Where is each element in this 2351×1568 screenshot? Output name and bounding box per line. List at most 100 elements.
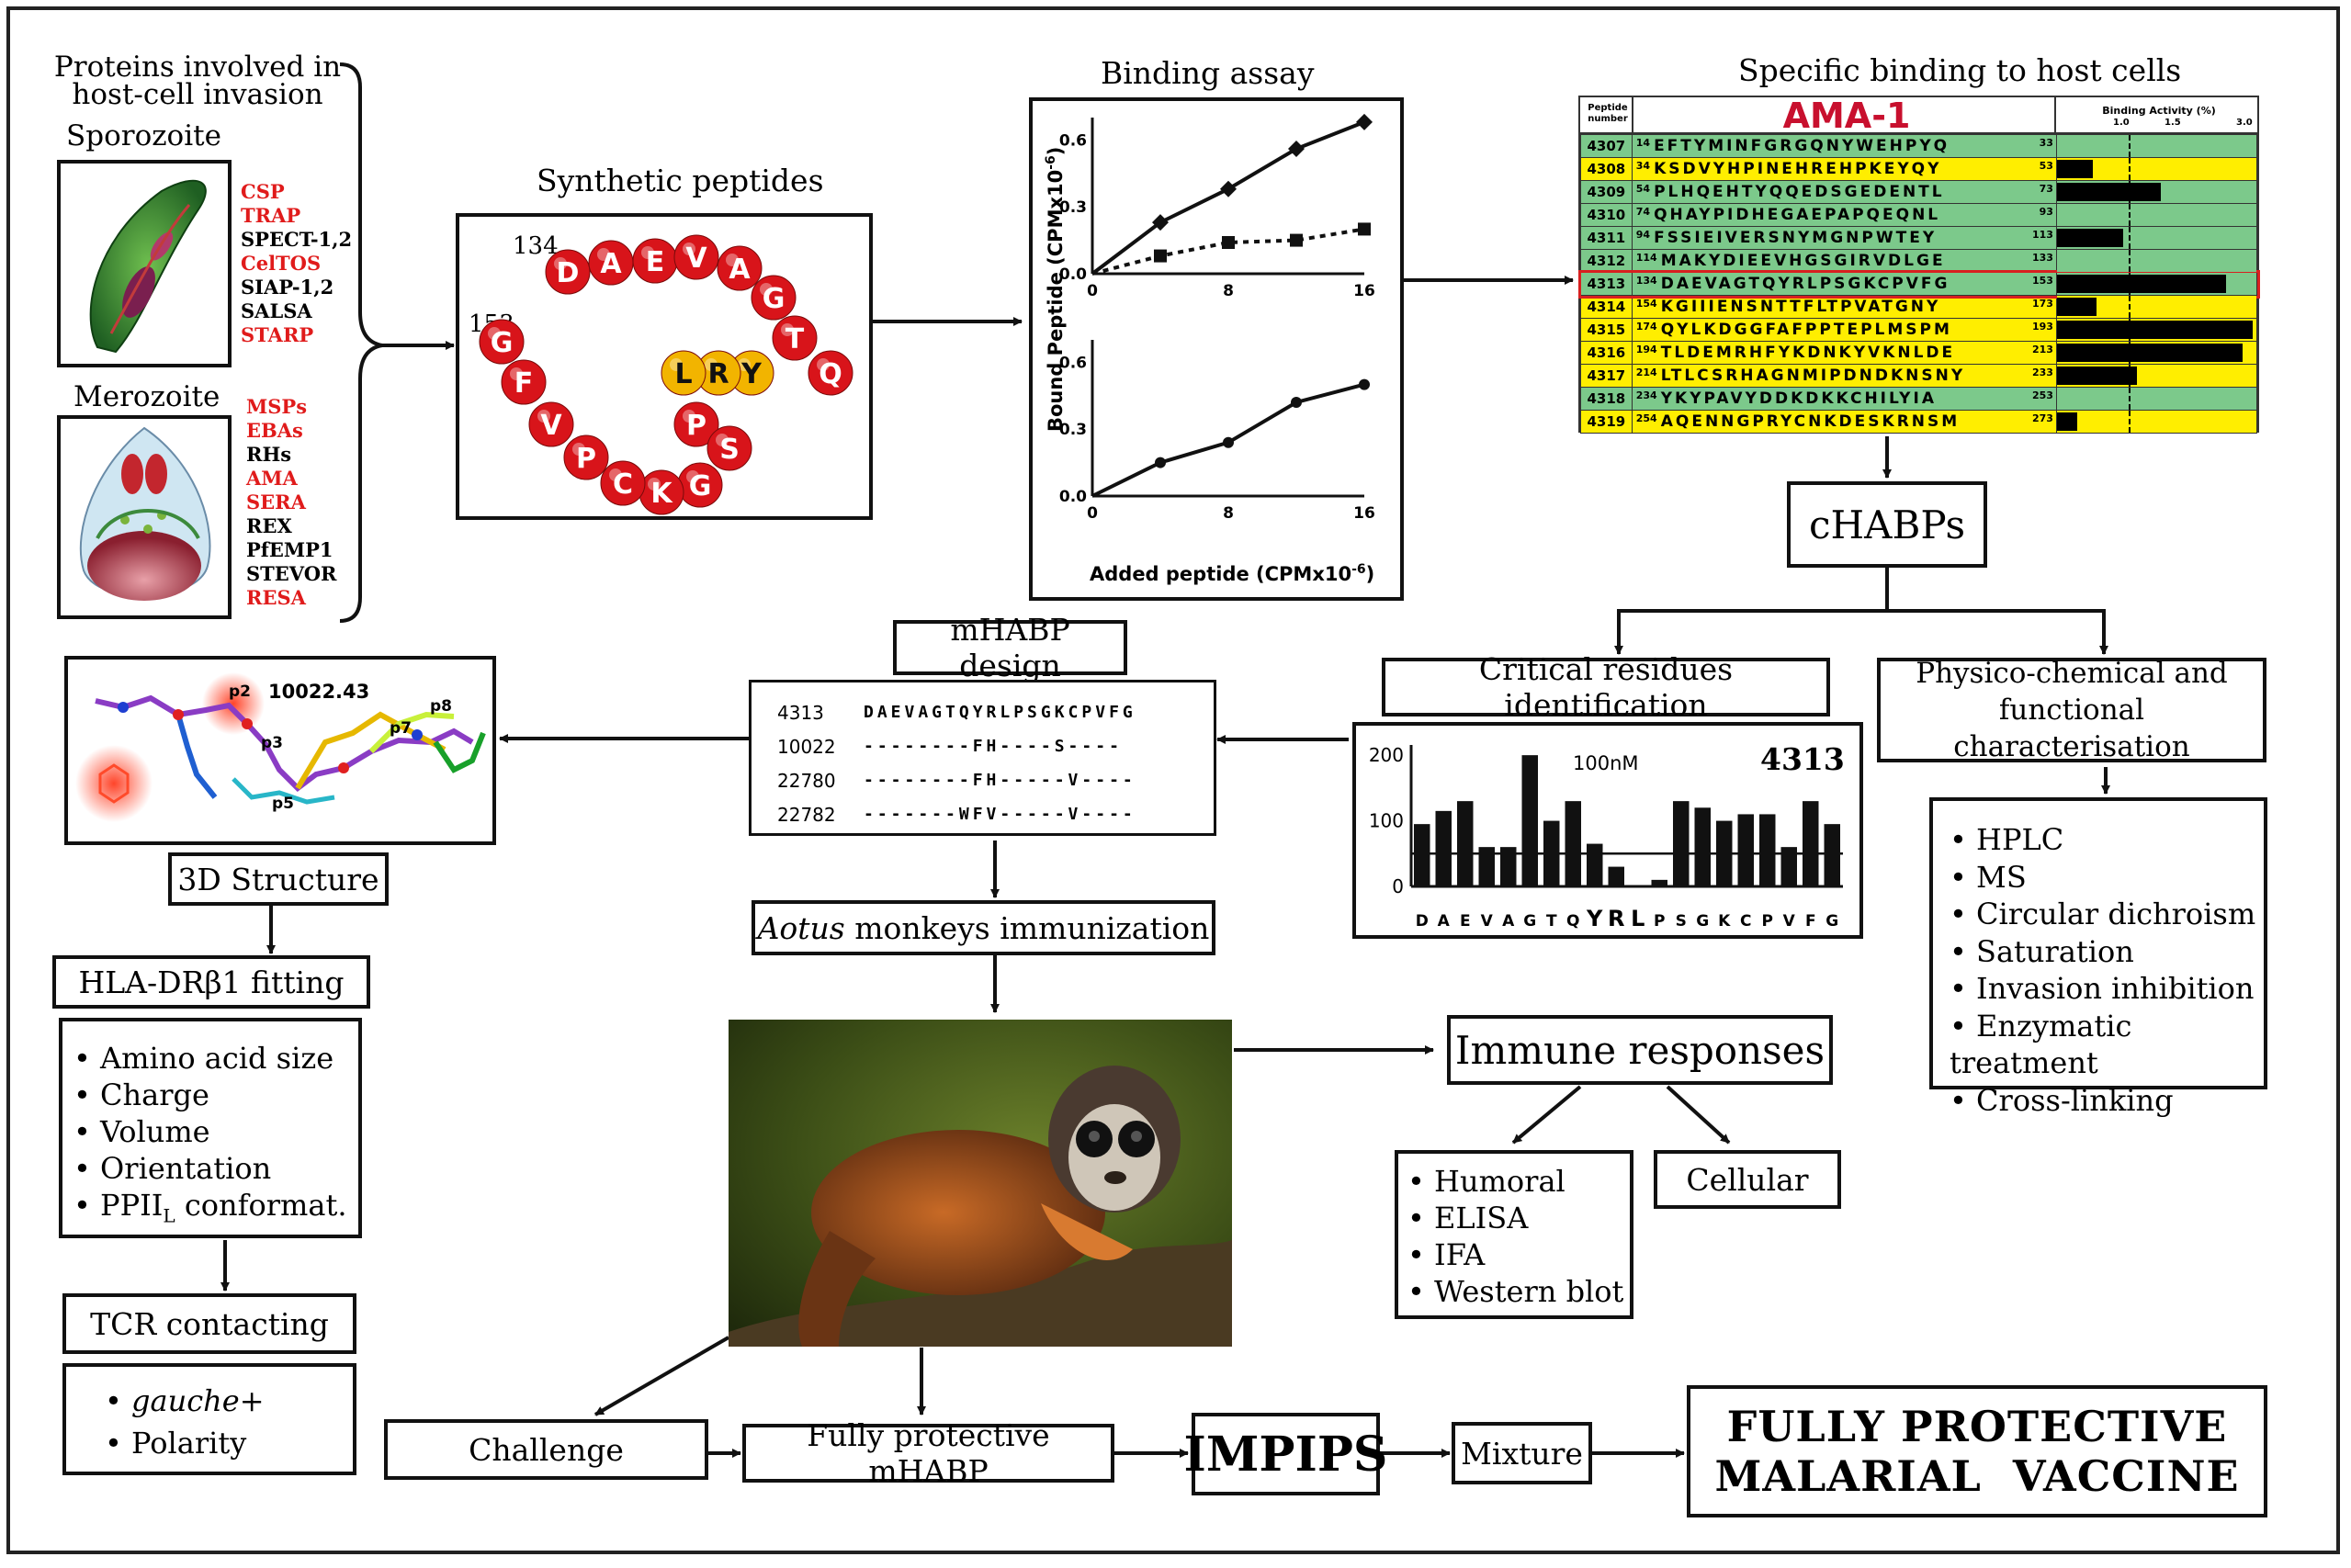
seq-start: 54 [1635,183,1651,195]
threshold-line [2129,135,2131,157]
residue-circle [673,401,719,447]
list-item-text: Orientation [100,1151,272,1186]
binding-x-tick: 0 [1087,504,1098,523]
aotus-italic: Aotus [757,909,845,946]
arrow-immune-to-humoral [1511,1085,1582,1145]
residue-highlight [683,410,695,423]
residue-highlight [817,358,830,371]
threshold-line [2129,365,2131,387]
residue-20-bead: G [479,319,525,365]
physico-line1: Physico-chemical and [1916,657,2228,690]
crit-x-label: G [1523,912,1536,931]
vaccine-line1: FULLY PROTECTIVE [1726,1402,2228,1451]
seq-residues: QHAYPIDHEGAEPAPQEQNL [1654,206,1941,224]
binding-series-line [1091,119,1365,276]
seq-end: 153 [2031,275,2053,287]
binding-point [1222,236,1235,249]
mol-label-p2: p2 [229,682,251,701]
residue-7-bead: T [772,315,818,361]
merozoite-label: Merozoite [73,380,220,413]
residue-1-bead: D [545,249,591,295]
peptide-number: 4308 [1580,157,1633,181]
residue-highlight [648,478,661,491]
activity-tick-1: 1.0 [2113,118,2130,128]
threshold-line [2129,296,2131,318]
seq-end: 73 [2039,183,2053,195]
list-item-text: IFA [1434,1237,1486,1272]
crit-x-label: Y [1586,906,1603,931]
activity-tick-2: 1.5 [2165,118,2181,128]
physico-line2: functional characterisation [1953,694,2190,763]
crit-bar [1673,801,1690,886]
crit-x-label: L [1631,906,1645,931]
hla-fitting-box: HLA-DRβ1 fitting [52,955,370,1009]
critical-residues-box: Critical residues identification [1382,651,1830,723]
peptide-number: 4312 [1580,249,1633,273]
binding-point [1152,214,1169,231]
binding-activity-cell [2055,226,2258,250]
binding-activity-cell [2055,157,2258,181]
residue-2-bead: A [588,240,634,286]
seq-residues: QYLKDGGFAFPPTEPLMSPM [1660,321,1952,339]
alignment-row: 22782-------WFV-----V---- [777,797,1136,831]
threshold-line [2129,181,2131,203]
list-item-text: Volume [100,1114,210,1149]
seq-end: 53 [2039,160,2053,172]
seq-start: 174 [1635,321,1657,333]
alignment-id: 10022 [777,735,836,758]
residue-8-bead: Q [808,350,853,396]
crit-bar [1824,824,1840,886]
tcr-contacting-box: TCR contacting [62,1293,356,1354]
binding-point [1358,222,1371,236]
residue-circle [545,249,591,295]
binding-activity-bar [2057,321,2253,339]
binding-y-label-close: ) [1045,147,1067,156]
binding-activity-cell [2055,203,2258,227]
seq-residues: AQENNGPRYCNKDESKRNSM [1660,412,1961,431]
binding-activity-bar [2057,344,2243,362]
peptide-number: 4309 [1580,180,1633,204]
threshold-line [2129,388,2131,410]
threshold-line [2129,204,2131,226]
crit-x-label: S [1676,912,1687,931]
crit-concentration: 100nM [1573,752,1639,774]
sporozoite-protein-item: CSP [241,180,285,203]
list-item: HPLC [1950,821,2264,859]
merozoite-protein-item: PfEMP1 [246,538,333,561]
binding-activity-cell [2055,272,2258,296]
list-item-text: ELISA [1434,1201,1529,1235]
list-item-text: Amino acid size [100,1041,334,1076]
arrow-immune-to-cellular [1666,1085,1731,1145]
alignment-id: 4313 [777,701,824,724]
residue-label: S [719,434,740,466]
residue-4-bead: V [673,234,719,280]
residue-6-bead: G [751,275,797,321]
seq-residues: YKYPAVYDDKDKKCHILYIA [1660,389,1937,408]
binding-point [1356,113,1373,130]
list-item: PPIIL conformat. [73,1187,346,1234]
mol-label-p7: p7 [390,719,412,738]
crit-bar [1608,866,1624,886]
seq-start: 94 [1635,229,1651,241]
peptide-number: 4311 [1580,226,1633,250]
crit-y-tick: 200 [1369,744,1404,766]
specific-binding-title: Specific binding to host cells [1738,52,2182,88]
mixture-box: Mixture [1452,1422,1592,1484]
binding-series-line [1091,227,1365,276]
seq-end: 133 [2031,252,2053,264]
seq-end: 233 [2031,367,2053,378]
merozoite-protein-item: RHs [246,443,292,466]
crit-bar [1737,814,1754,886]
crit-x-label: C [1740,912,1751,931]
synthetic-peptides-box: 134 153 DAEVAGTQYRLPSGKCPVFG [456,213,873,520]
alignment-row: 10022--------FH----S---- [777,729,1136,763]
